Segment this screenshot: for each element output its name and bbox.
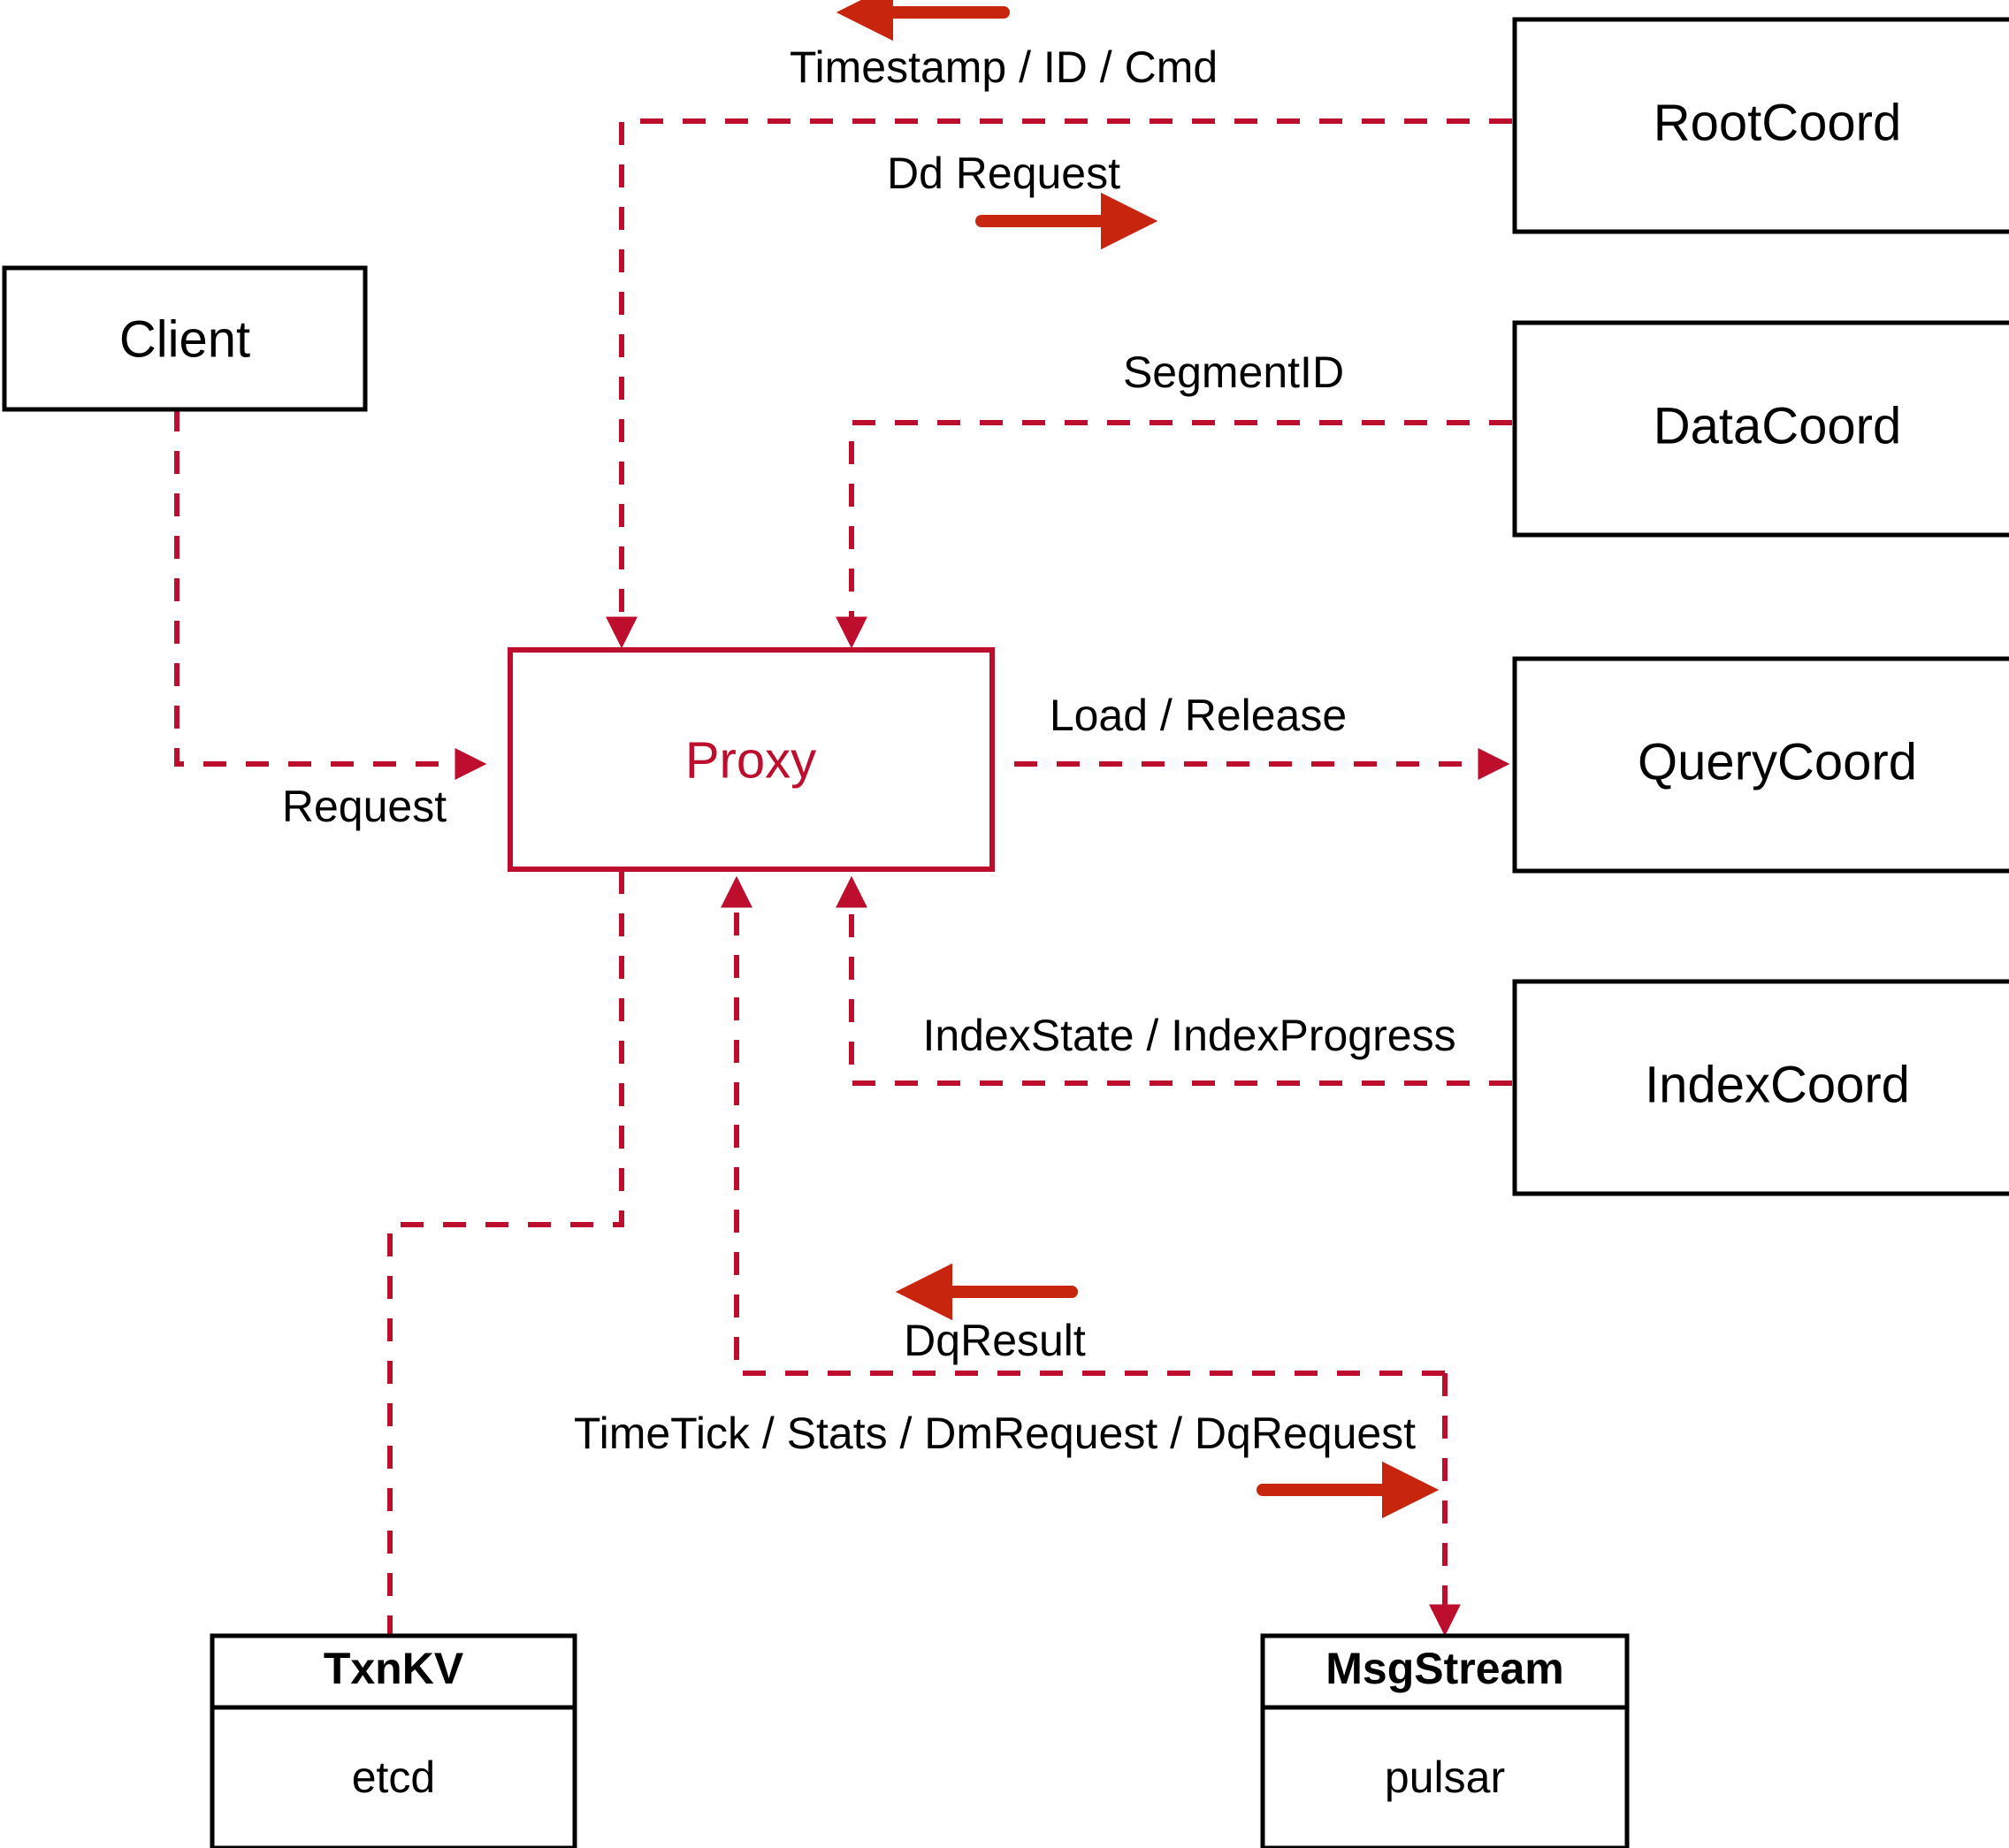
edge-label-dd-request: Dd Request: [887, 149, 1120, 198]
edge-label-request: Request: [282, 782, 447, 831]
edge-label-load-release: Load / Release: [1050, 691, 1347, 740]
edge-label-timestamp-id-cmd: Timestamp / ID / Cmd: [790, 42, 1218, 92]
node-txnkv[interactable]: TxnKV etcd: [210, 1633, 577, 1848]
edge-path-segment-id: [836, 420, 1512, 649]
node-msgstream-body: pulsar: [1385, 1753, 1505, 1802]
node-proxy[interactable]: Proxy: [508, 647, 995, 872]
edge-path-timestamp-id-cmd: [606, 118, 1512, 649]
node-client-label: Client: [119, 310, 250, 368]
node-data-coord[interactable]: DataCoord: [1512, 320, 2009, 538]
node-data-coord-label: DataCoord: [1654, 397, 1901, 454]
node-client[interactable]: Client: [2, 265, 368, 412]
node-root-coord-label: RootCoord: [1654, 94, 1901, 151]
edge-path-dq-result: [721, 875, 1445, 1376]
node-query-coord-label: QueryCoord: [1638, 733, 1917, 790]
edge-label-index-state-progress: IndexState / IndexProgress: [922, 1011, 1455, 1060]
node-index-coord[interactable]: IndexCoord: [1512, 979, 2009, 1196]
node-proxy-label: Proxy: [685, 731, 816, 789]
node-root-coord[interactable]: RootCoord: [1512, 17, 2009, 234]
edge-label-segment-id: SegmentID: [1123, 347, 1344, 397]
edge-label-dq-result: DqResult: [904, 1316, 1086, 1365]
node-txnkv-header: TxnKV: [324, 1644, 464, 1693]
node-txnkv-body: etcd: [352, 1753, 436, 1802]
edge-path-txnkv: [387, 871, 624, 1636]
node-msgstream-header: MsgStream: [1325, 1644, 1564, 1693]
edge-label-timetick-stats: TimeTick / Stats / DmRequest / DqRequest: [574, 1409, 1416, 1458]
node-query-coord[interactable]: QueryCoord: [1512, 656, 2009, 874]
edge-path-request: [174, 409, 487, 780]
node-index-coord-label: IndexCoord: [1645, 1056, 1910, 1113]
edge-path-index-state-progress: [836, 875, 1512, 1086]
node-msgstream[interactable]: MsgStream pulsar: [1260, 1633, 1630, 1848]
